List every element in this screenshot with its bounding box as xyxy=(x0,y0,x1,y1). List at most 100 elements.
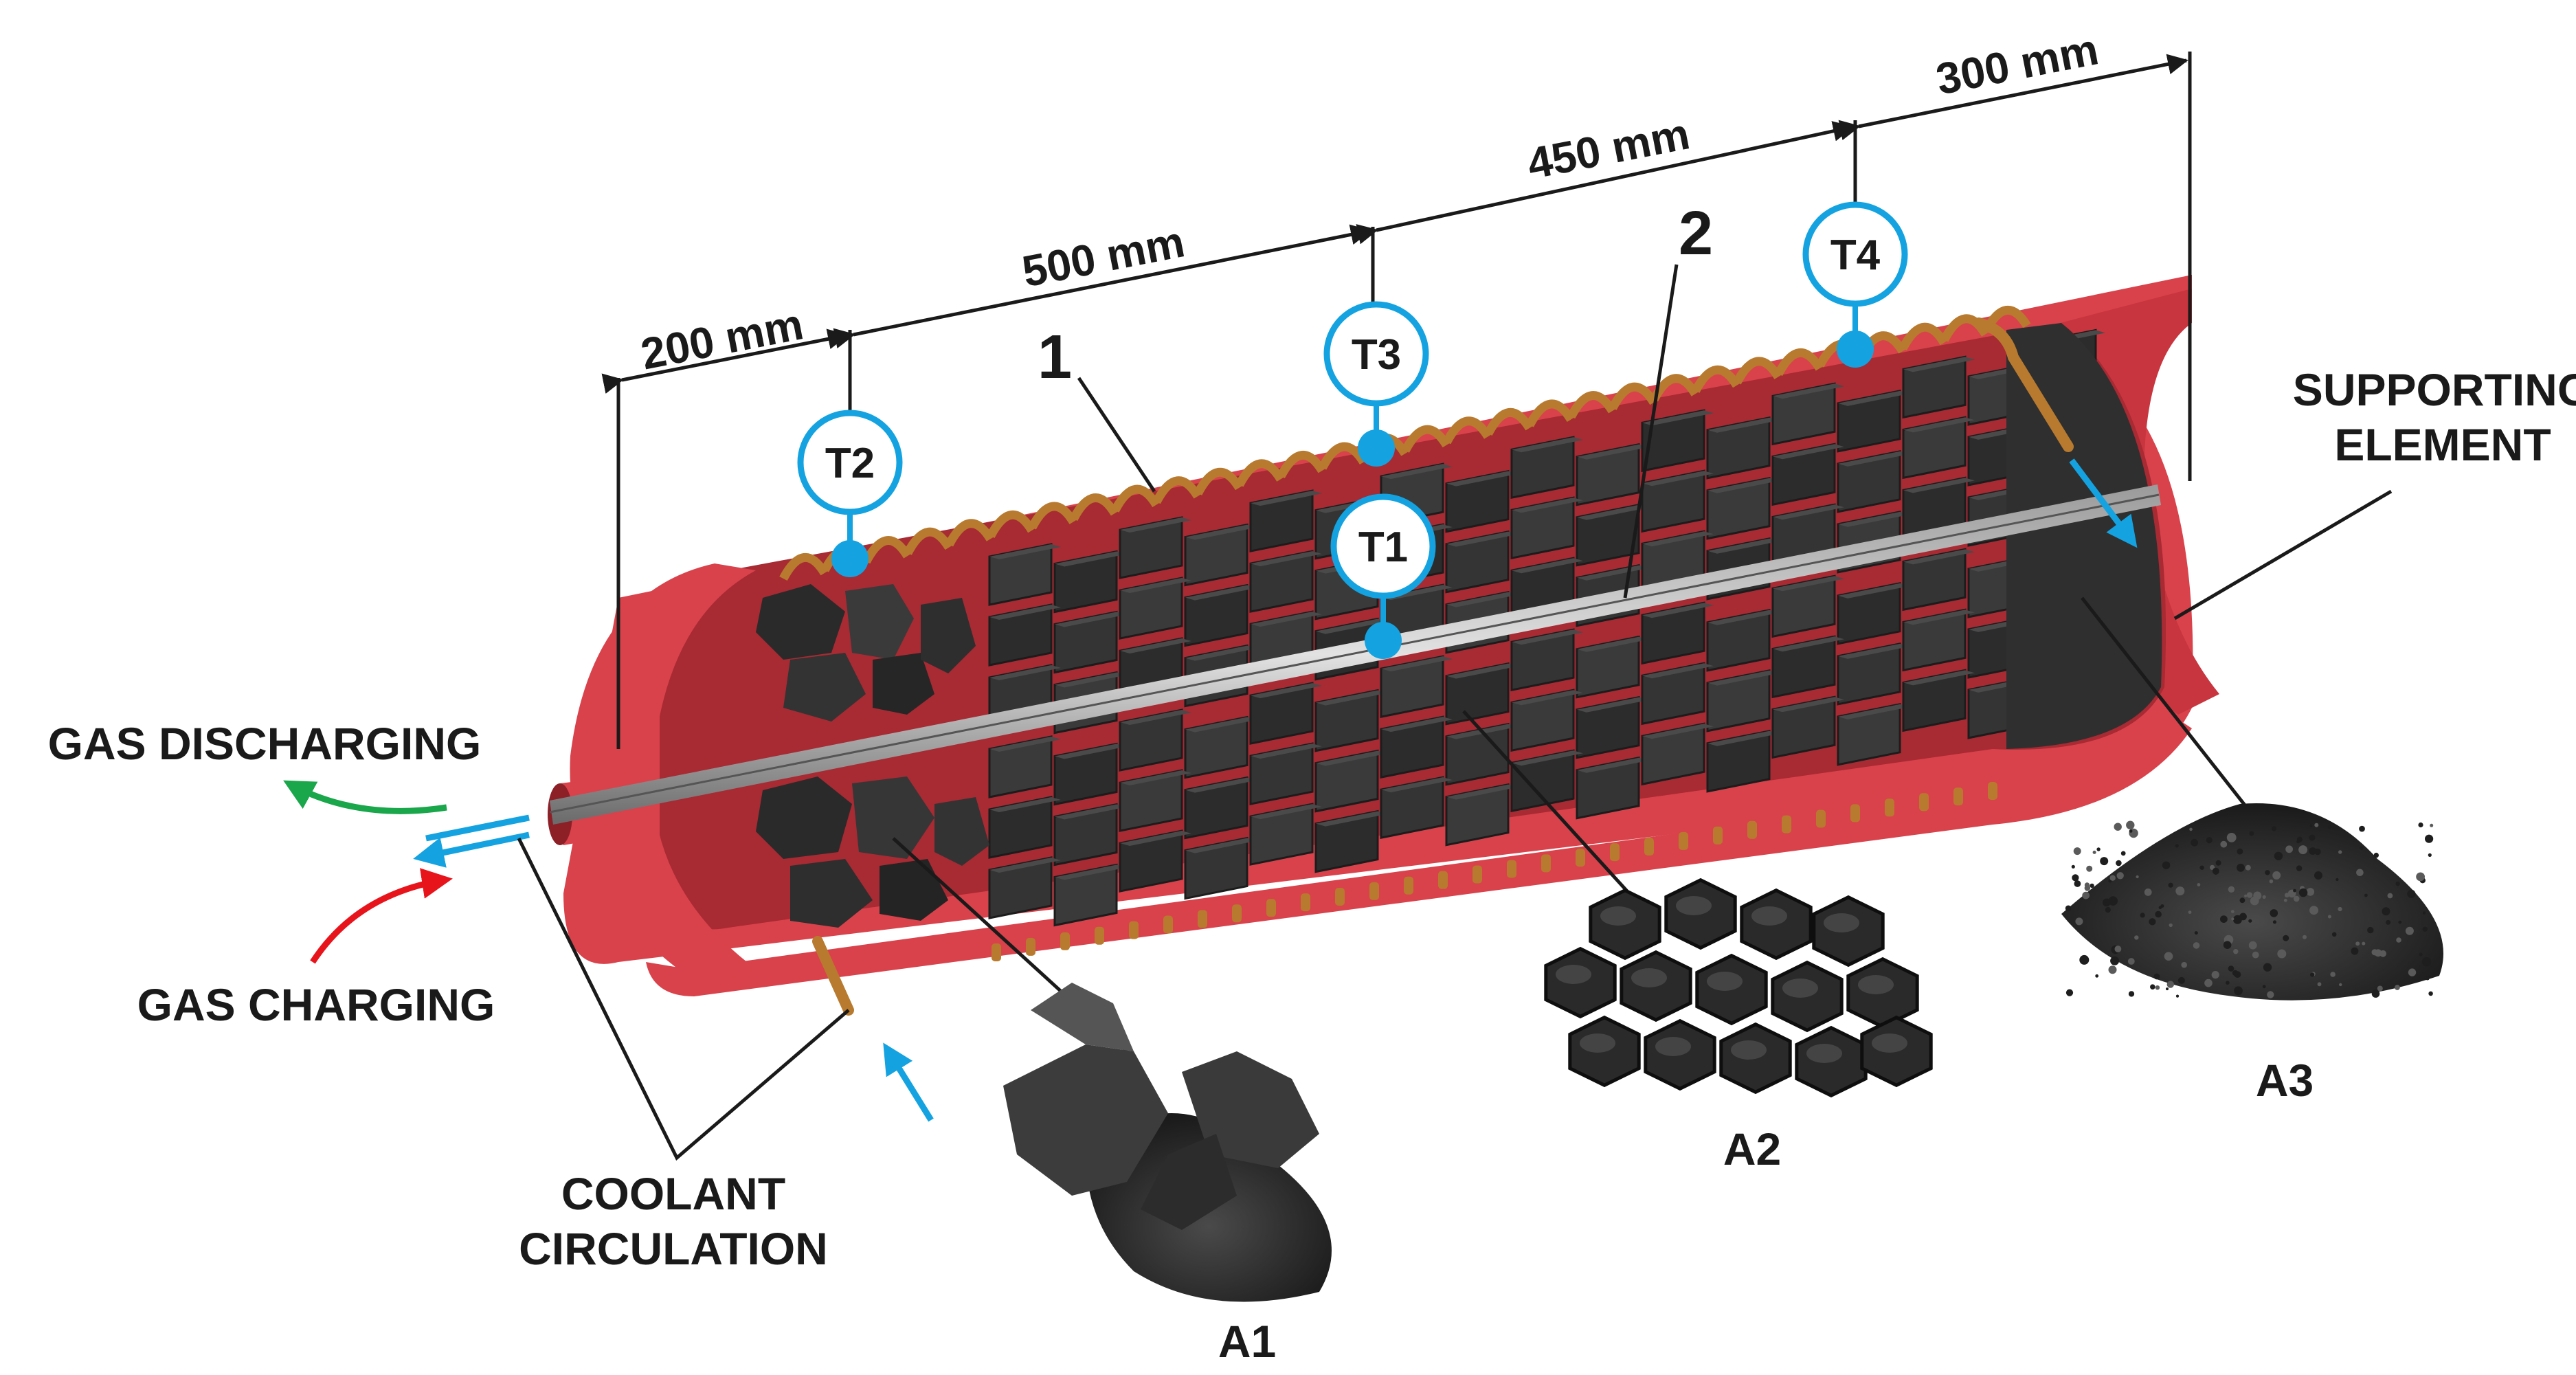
coil-turn-bottom xyxy=(1507,860,1516,878)
coil-turn-bottom xyxy=(1576,849,1585,867)
powder-grain xyxy=(2283,935,2289,941)
hydride-block-top xyxy=(1642,471,1714,487)
hydride-block-top xyxy=(1903,549,1975,565)
sensor-t1-label: T1 xyxy=(1358,524,1408,571)
coil-turn xyxy=(904,527,953,555)
hydride-block-top xyxy=(1773,697,1844,713)
powder-grain xyxy=(2237,848,2243,855)
coil-turn-bottom xyxy=(1369,882,1379,900)
hydride-block-top xyxy=(1838,451,1909,467)
coil-turn xyxy=(1401,425,1451,453)
dimension-450mm: 450 mm xyxy=(1523,109,1694,188)
coil-turn-bottom xyxy=(1129,921,1139,939)
powder-grain xyxy=(2330,972,2336,977)
powder-grain xyxy=(2418,822,2423,828)
hydride-block-top xyxy=(1903,670,1975,686)
hydride-block-top xyxy=(1316,690,1387,706)
powder-grain xyxy=(2298,845,2308,855)
vessel-left-dome xyxy=(570,563,756,976)
hydride-block-top xyxy=(1838,390,1909,406)
hex-pellet-highlight xyxy=(1655,1037,1691,1056)
coil-turn-bottom xyxy=(1919,793,1929,812)
coil-turn xyxy=(1277,450,1326,479)
powder-grain xyxy=(2355,941,2360,946)
powder-grain xyxy=(2428,853,2432,857)
coil-turn xyxy=(1152,476,1202,504)
coil-turn-bottom xyxy=(1301,893,1310,912)
coil-turn xyxy=(1567,391,1617,419)
coolant-arrow-left-in xyxy=(413,831,530,868)
hydride-block-top xyxy=(1055,672,1126,688)
powder-grain xyxy=(2079,954,2090,965)
powder-grain xyxy=(2223,941,2232,949)
coil-turn-bottom xyxy=(1232,904,1242,923)
sample-a2-label: A2 xyxy=(1723,1124,1781,1174)
coil-turn-bottom xyxy=(1438,871,1448,889)
powder-grain xyxy=(2263,963,2272,972)
powder-grain xyxy=(2244,894,2248,897)
powder-grain xyxy=(2095,974,2099,978)
hydride-block-top xyxy=(1251,551,1322,567)
hydride-block-top xyxy=(1055,612,1126,627)
powder-grain xyxy=(2425,834,2434,843)
hydride-block-top xyxy=(989,605,1061,620)
powder-grain xyxy=(2153,973,2160,980)
coil-turn-bottom xyxy=(1026,937,1035,956)
coil-turn xyxy=(779,552,829,581)
hex-pellet-highlight xyxy=(1806,1044,1842,1063)
hex-pellet-highlight xyxy=(1872,1033,1907,1053)
powder-grain xyxy=(2248,919,2252,923)
hydride-block-top xyxy=(1838,583,1909,599)
coil-turn-bottom xyxy=(1610,843,1620,862)
powder-grain xyxy=(2073,847,2081,856)
hydride-block-top xyxy=(1120,831,1191,847)
powder-grain xyxy=(2309,906,2318,915)
coil-turn xyxy=(1691,365,1741,394)
sensor-t4-label: T4 xyxy=(1830,232,1881,279)
gas-discharging-arrow xyxy=(283,780,447,814)
powder-grain xyxy=(2317,982,2322,987)
hydride-block-top xyxy=(1185,777,1257,793)
coil-turn-bottom xyxy=(1060,932,1070,950)
hydride-block-top xyxy=(1381,777,1453,793)
powder-grain xyxy=(2298,888,2308,897)
powder-grain xyxy=(2377,985,2383,992)
powder-grain xyxy=(2314,823,2319,827)
powder-grain xyxy=(2309,834,2316,841)
powder-grain xyxy=(2338,850,2342,854)
hydride-block-top xyxy=(1707,417,1779,433)
hydride-block-top xyxy=(989,737,1061,752)
powder-grain xyxy=(2197,883,2201,886)
powder-grain xyxy=(2373,852,2379,858)
powder-grain xyxy=(2075,917,2083,926)
powder-grains xyxy=(2065,820,2434,998)
coolant-inlet-pipe xyxy=(812,936,854,1016)
powder-grain xyxy=(2108,965,2117,974)
powder-grain xyxy=(2129,829,2133,833)
sensor-t3-label: T3 xyxy=(1352,331,1401,379)
coil-turn xyxy=(862,536,912,564)
powder-grain xyxy=(2360,846,2364,850)
powder-grain xyxy=(2269,879,2274,884)
powder-grain xyxy=(2204,979,2213,987)
powder-grain xyxy=(2144,888,2152,896)
hydride-block-top xyxy=(1707,478,1779,493)
hydride-block-top xyxy=(989,797,1061,812)
vessel-shell-bottom xyxy=(646,715,2192,996)
coolant-label-line1: COOLANT xyxy=(561,1168,785,1219)
coil-turn-bottom xyxy=(1988,782,1997,800)
coil-turn xyxy=(1899,322,1948,350)
coil-turn xyxy=(1733,357,1782,385)
powder-grain xyxy=(2177,976,2185,984)
powder-grain xyxy=(2248,941,2257,950)
powder-grain xyxy=(2136,875,2139,879)
powder-grain xyxy=(2193,942,2200,949)
powder-grain xyxy=(2082,891,2090,899)
powder-grain xyxy=(2309,847,2317,855)
powder-grain xyxy=(2274,851,2283,861)
powder-grain xyxy=(2303,935,2307,939)
hydride-block-top xyxy=(1120,517,1191,533)
hydride-block-top xyxy=(1577,697,1648,713)
powder-grain xyxy=(2100,857,2109,866)
coil-turn-bottom xyxy=(1198,910,1207,928)
